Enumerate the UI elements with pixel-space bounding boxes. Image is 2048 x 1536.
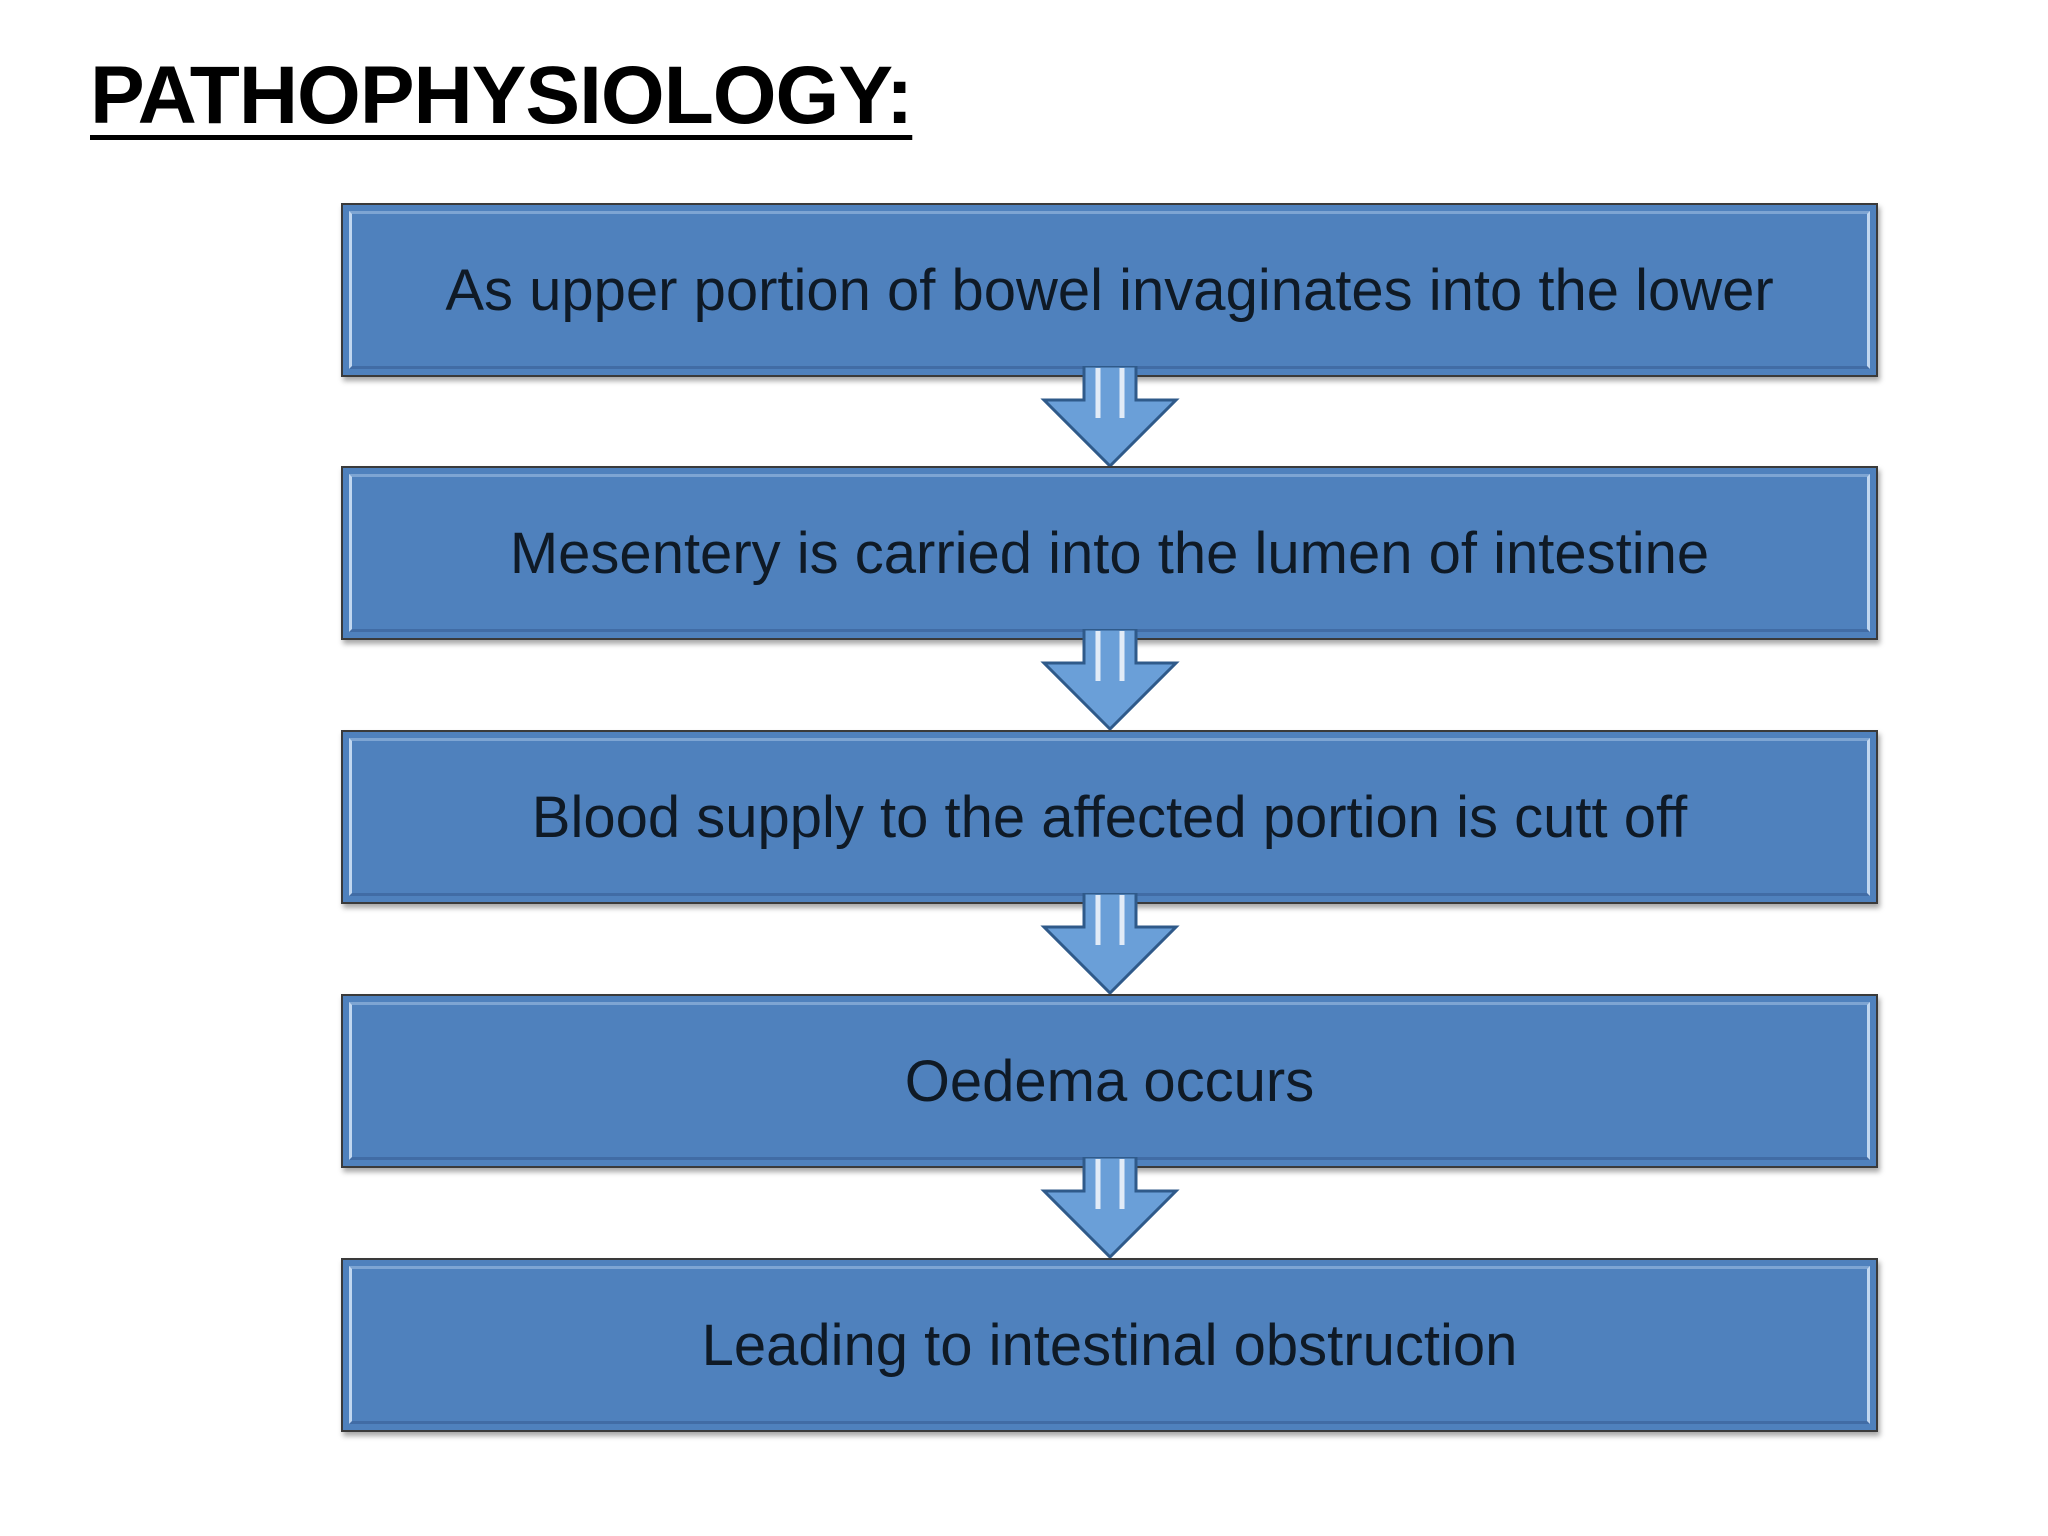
flow-step-2-label: Mesentery is carried into the lumen of i… — [509, 520, 1710, 586]
flow-step-5: Leading to intestinal obstruction — [341, 1258, 1878, 1432]
down-arrow-icon — [1040, 893, 1180, 996]
flow-step-4-label: Oedema occurs — [904, 1048, 1315, 1114]
flow-step-1: As upper portion of bowel invaginates in… — [341, 203, 1878, 377]
down-arrow-icon — [1040, 629, 1180, 732]
down-arrow-icon — [1040, 366, 1180, 469]
flow-step-4: Oedema occurs — [341, 994, 1878, 1168]
flow-step-1-label: As upper portion of bowel invaginates in… — [445, 257, 1774, 323]
flow-step-2: Mesentery is carried into the lumen of i… — [341, 466, 1878, 640]
down-arrow-icon — [1040, 1157, 1180, 1260]
flow-step-3: Blood supply to the affected portion is … — [341, 730, 1878, 904]
flow-step-3-label: Blood supply to the affected portion is … — [531, 784, 1688, 850]
slide-title: PATHOPHYSIOLOGY: — [90, 50, 913, 141]
flow-step-5-label: Leading to intestinal obstruction — [701, 1312, 1518, 1378]
